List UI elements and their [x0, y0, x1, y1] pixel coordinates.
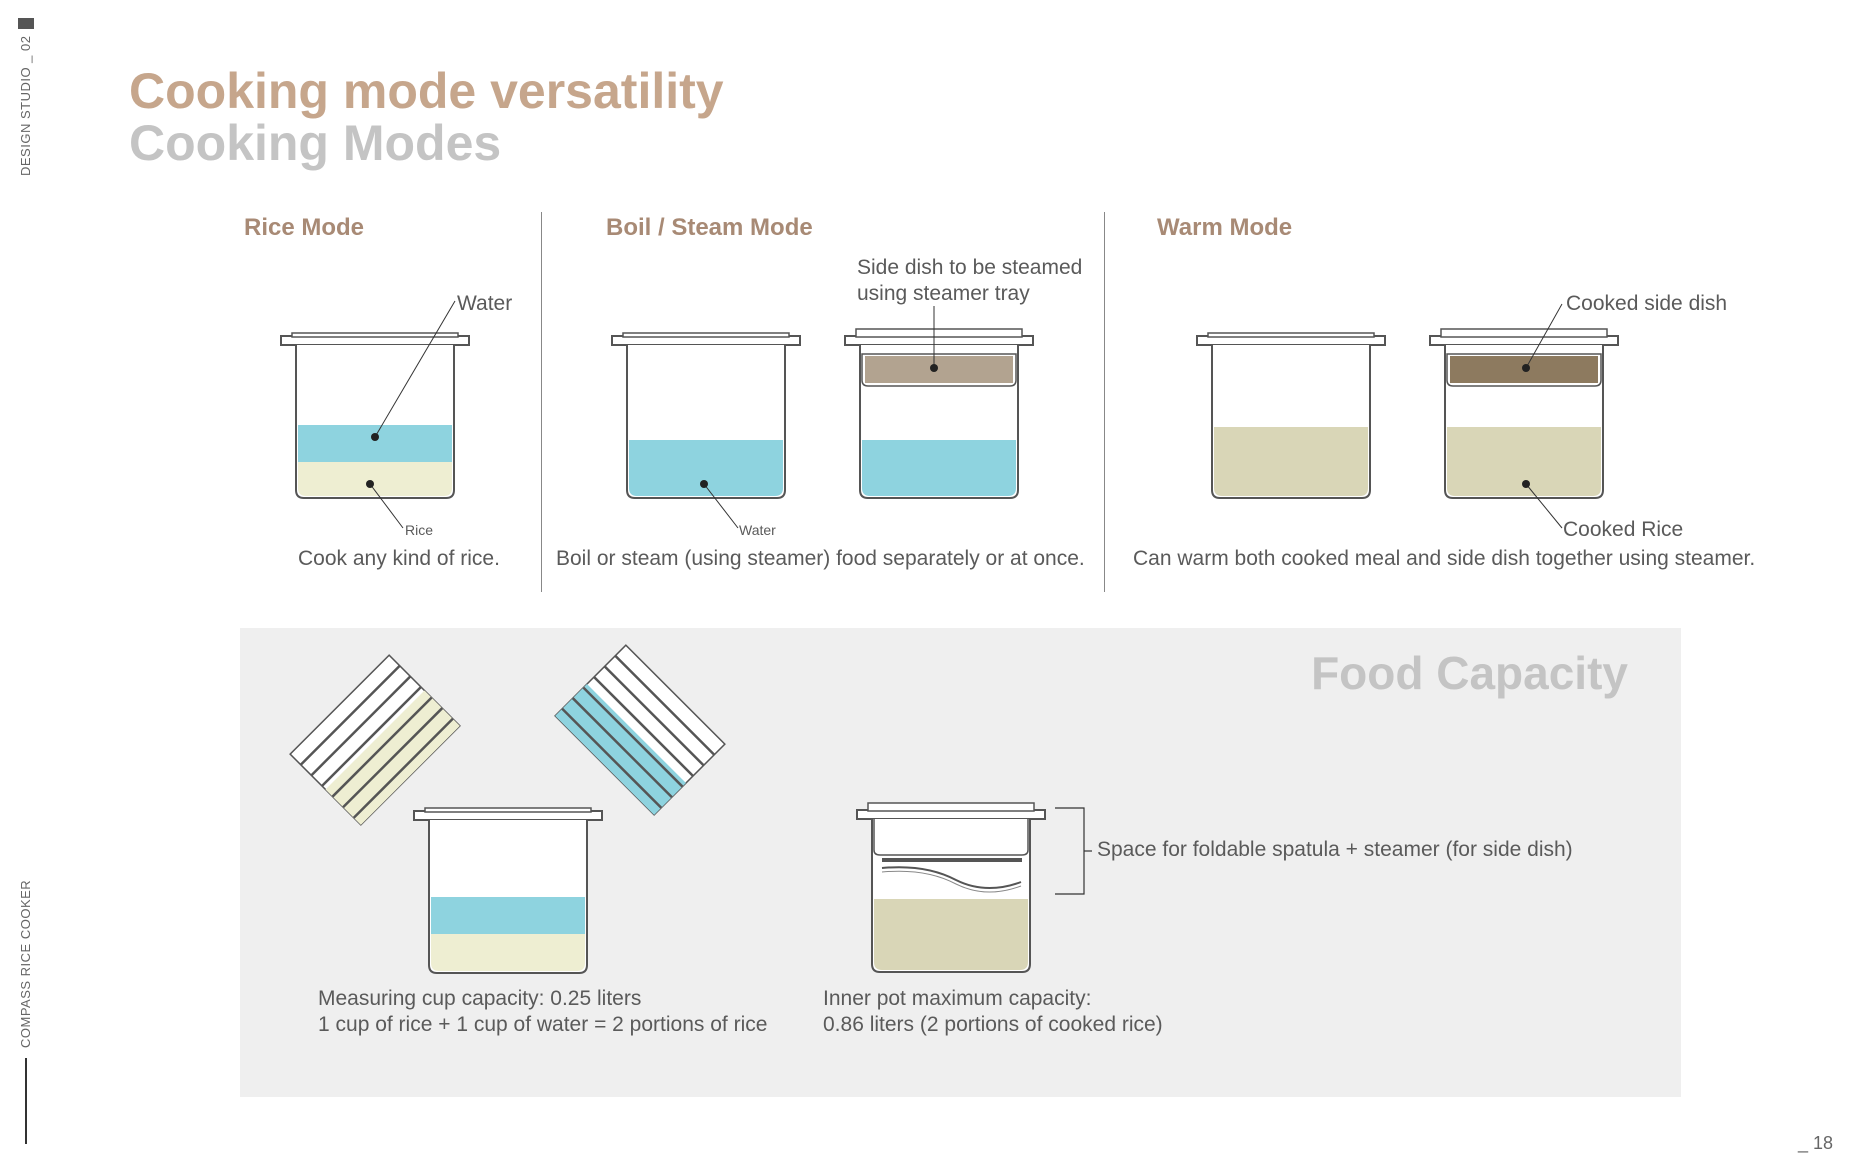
boil-steam-mode-title: Boil / Steam Mode	[606, 214, 813, 241]
cooked-rice-layer	[1447, 427, 1601, 496]
cup-capacity-line1: Measuring cup capacity: 0.25 liters	[318, 987, 642, 1010]
rice-mode-description: Cook any kind of rice.	[298, 547, 500, 570]
steam-mode-pot	[844, 328, 1034, 499]
warm-mode-description: Can warm both cooked meal and side dish …	[1133, 547, 1756, 570]
water-layer	[431, 897, 585, 934]
rice-mode-title: Rice Mode	[244, 214, 365, 241]
steamer-tray	[873, 819, 1029, 856]
page-number: _ 18	[1798, 1133, 1834, 1153]
mode-divider-2	[1104, 212, 1105, 592]
cooked-rice-layer	[1214, 427, 1368, 496]
rice-mode-rice-label: Rice	[405, 522, 434, 538]
pot-capacity-line1: Inner pot maximum capacity:	[823, 987, 1092, 1010]
boil-mode-pot	[611, 332, 801, 499]
steam-label-line2: using steamer tray	[857, 282, 1030, 305]
water-layer	[298, 425, 452, 462]
page-title: Cooking mode versatility	[129, 63, 724, 119]
space-label: Space for foldable spatula + steamer (fo…	[1097, 838, 1573, 861]
warm-mode-pot-rice	[1196, 332, 1386, 499]
rice-mode-water-label: Water	[457, 292, 513, 315]
steam-dish-layer	[865, 356, 1013, 383]
rice-layer	[431, 934, 585, 971]
boil-steam-description: Boil or steam (using steamer) food separ…	[556, 547, 1085, 570]
cooked-side-dish-label: Cooked side dish	[1566, 292, 1728, 315]
water-layer	[629, 440, 783, 496]
rice-mode-pot	[280, 332, 470, 499]
foldable-spatula	[881, 866, 1022, 890]
side-marker-square	[18, 18, 34, 29]
pot-capacity-line2: 0.86 liters (2 portions of cooked rice)	[823, 1013, 1163, 1036]
capacity-pot-rice-water	[413, 807, 603, 974]
rice-layer	[298, 462, 452, 496]
page-subtitle: Cooking Modes	[129, 115, 502, 171]
side-rule	[25, 1058, 27, 1144]
water-layer	[862, 440, 1016, 496]
cooked-rice-layer	[874, 899, 1028, 970]
steam-label-line1: Side dish to be steamed	[857, 256, 1083, 279]
food-capacity-title: Food Capacity	[1311, 647, 1628, 699]
pot-lid	[291, 332, 459, 338]
cup-capacity-line2: 1 cup of rice + 1 cup of water = 2 porti…	[318, 1013, 768, 1036]
warm-mode-title: Warm Mode	[1157, 214, 1293, 241]
inner-pot-max-capacity	[856, 802, 1046, 973]
cooked-rice-label: Cooked Rice	[1563, 518, 1684, 541]
boil-mode-water-label: Water	[739, 522, 776, 538]
mode-divider-1	[541, 212, 542, 592]
